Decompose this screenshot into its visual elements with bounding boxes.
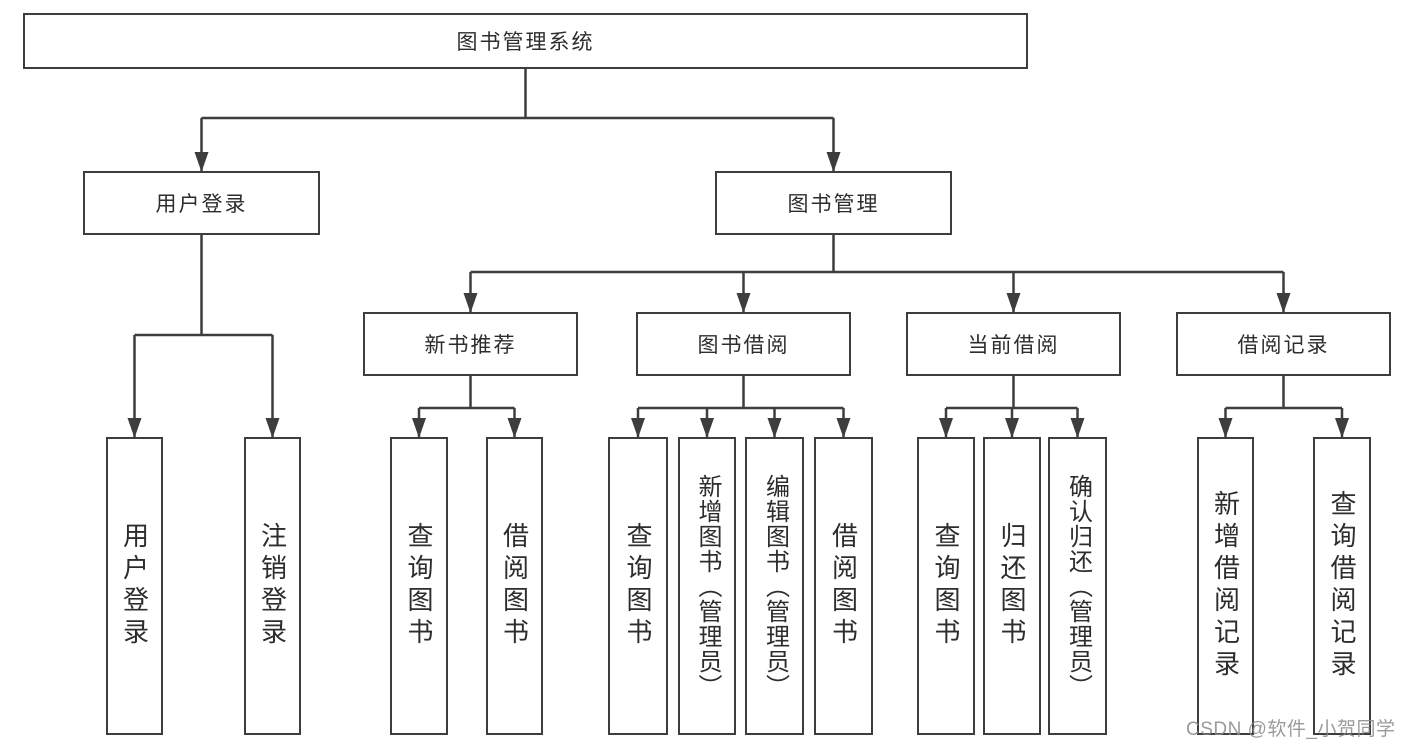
leaf-borrow-add-admin: 新增图书（管理员） bbox=[678, 437, 736, 735]
leaf-borrow-edit-admin: 编辑图书（管理员） bbox=[745, 437, 804, 735]
leaf-newbook-borrow: 借阅图书 bbox=[486, 437, 543, 735]
node-book-borrow: 图书借阅 bbox=[636, 312, 851, 376]
leaf-borrow-lend: 借阅图书 bbox=[814, 437, 873, 735]
csdn-watermark: CSDN @软件_小贺同学 bbox=[1186, 719, 1396, 740]
leaf-current-return: 归还图书 bbox=[983, 437, 1041, 735]
node-user-login: 用户登录 bbox=[83, 171, 320, 235]
leaf-user-login: 用户登录 bbox=[106, 437, 163, 735]
leaf-newbook-query: 查询图书 bbox=[390, 437, 448, 735]
leaf-records-add: 新增借阅记录 bbox=[1197, 437, 1254, 735]
leaf-logout: 注销登录 bbox=[244, 437, 301, 735]
leaf-records-query: 查询借阅记录 bbox=[1313, 437, 1371, 735]
node-book-management: 图书管理 bbox=[715, 171, 952, 235]
node-current-borrow: 当前借阅 bbox=[906, 312, 1121, 376]
root-node-system: 图书管理系统 bbox=[23, 13, 1028, 69]
leaf-borrow-query: 查询图书 bbox=[608, 437, 668, 735]
leaf-current-query: 查询图书 bbox=[917, 437, 975, 735]
leaf-current-confirm-admin: 确认归还（管理员） bbox=[1048, 437, 1107, 735]
node-new-book-recommend: 新书推荐 bbox=[363, 312, 578, 376]
node-borrow-records: 借阅记录 bbox=[1176, 312, 1391, 376]
